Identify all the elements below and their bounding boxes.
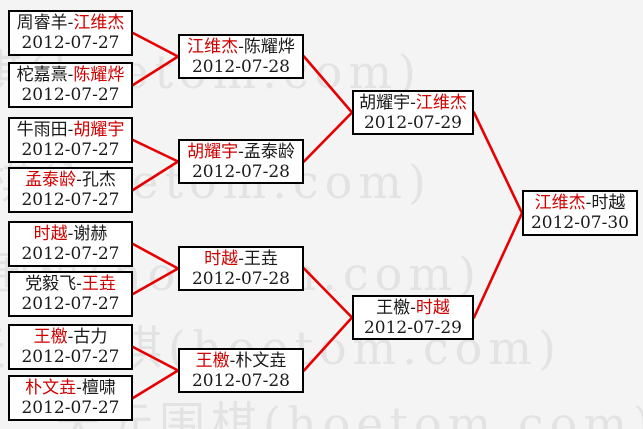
match-players: 党毅飞-王垚 xyxy=(25,274,116,294)
player2-name: 朴文垚 xyxy=(235,350,287,371)
match-players: 周睿羊-江维杰 xyxy=(17,13,125,33)
match-date: 2012-07-27 xyxy=(21,33,120,53)
player2-name: 时越 xyxy=(415,297,450,318)
match-date: 2012-07-27 xyxy=(21,294,120,314)
player-separator: - xyxy=(238,248,244,269)
match-r16-3: 牛雨田-胡耀宇 2012-07-27 xyxy=(8,117,133,163)
match-date: 2012-07-27 xyxy=(21,398,120,418)
player2-name: 王垚 xyxy=(243,248,278,269)
player1-name: 王檄 xyxy=(376,297,411,318)
match-players: 柁嘉熹-陈耀烨 xyxy=(17,65,125,85)
match-date: 2012-07-28 xyxy=(191,268,290,289)
player1-name: 时越 xyxy=(33,224,68,244)
player-separator: - xyxy=(67,13,74,33)
match-sf-1: 胡耀宇-江维杰 2012-07-29 xyxy=(352,90,474,135)
match-qf-4: 王檄-朴文垚 2012-07-28 xyxy=(178,348,304,393)
match-players: 时越-王垚 xyxy=(204,249,278,269)
match-players: 王檄-朴文垚 xyxy=(196,351,287,371)
player1-name: 牛雨田 xyxy=(16,120,68,140)
player1-name: 时越 xyxy=(204,248,239,269)
player-separator: - xyxy=(76,378,82,398)
match-date: 2012-07-28 xyxy=(191,161,290,182)
player2-name: 陈耀烨 xyxy=(243,36,295,57)
match-r16-7: 王檄-古力 2012-07-27 xyxy=(8,324,133,370)
match-players: 时越-谢赫 xyxy=(34,224,108,244)
player1-name: 孟泰龄 xyxy=(25,170,77,190)
match-date: 2012-07-27 xyxy=(21,190,120,210)
player-separator: - xyxy=(76,274,82,294)
match-date: 2012-07-27 xyxy=(21,244,120,264)
match-r16-5: 时越-谢赫 2012-07-27 xyxy=(8,221,133,267)
player2-name: 江维杰 xyxy=(73,13,125,33)
player2-name: 胡耀宇 xyxy=(73,120,125,140)
player1-name: 胡耀宇 xyxy=(187,141,239,162)
player-separator: - xyxy=(229,350,236,371)
match-date: 2012-07-28 xyxy=(191,370,290,391)
match-players: 江维杰-时越 xyxy=(535,193,626,213)
player2-name: 王垚 xyxy=(81,274,116,294)
player1-name: 王檄 xyxy=(195,350,230,371)
match-players: 胡耀宇-孟泰龄 xyxy=(187,142,295,162)
match-qf-3: 时越-王垚 2012-07-28 xyxy=(178,246,304,291)
player2-name: 孔杰 xyxy=(81,170,116,190)
player-separator: - xyxy=(76,170,82,190)
player-separator: - xyxy=(585,193,592,213)
player1-name: 朴文垚 xyxy=(25,378,77,398)
player1-name: 江维杰 xyxy=(534,193,586,213)
match-players: 王檄-古力 xyxy=(34,327,108,347)
player-separator: - xyxy=(410,297,416,318)
player-separator: - xyxy=(67,224,74,244)
match-date: 2012-07-27 xyxy=(21,140,120,160)
match-date: 2012-07-27 xyxy=(21,347,120,367)
match-r16-4: 孟泰龄-孔杰 2012-07-27 xyxy=(8,167,133,213)
match-r16-6: 党毅飞-王垚 2012-07-27 xyxy=(8,271,133,317)
match-players: 胡耀宇-江维杰 xyxy=(359,93,467,113)
match-date: 2012-07-27 xyxy=(21,85,120,105)
match-date: 2012-07-30 xyxy=(530,213,629,233)
player1-name: 周睿羊 xyxy=(16,13,68,33)
player2-name: 孟泰龄 xyxy=(243,141,295,162)
player1-name: 江维杰 xyxy=(187,36,239,57)
match-qf-2: 胡耀宇-孟泰龄 2012-07-28 xyxy=(178,139,304,184)
match-players: 牛雨田-胡耀宇 xyxy=(17,120,125,140)
player2-name: 时越 xyxy=(591,193,626,213)
match-date: 2012-07-28 xyxy=(191,56,290,77)
match-final: 江维杰-时越 2012-07-30 xyxy=(522,190,638,236)
player-separator: - xyxy=(238,141,244,162)
match-qf-1: 江维杰-陈耀烨 2012-07-28 xyxy=(178,34,304,79)
player-separator: - xyxy=(238,36,244,57)
match-date: 2012-07-29 xyxy=(363,112,462,133)
player1-name: 王檄 xyxy=(33,327,68,347)
player1-name: 党毅飞 xyxy=(25,274,77,294)
player-separator: - xyxy=(67,65,74,85)
player2-name: 檀啸 xyxy=(81,378,116,398)
match-date: 2012-07-29 xyxy=(363,317,462,338)
player-separator: - xyxy=(67,327,74,347)
player2-name: 江维杰 xyxy=(415,92,467,113)
match-r16-1: 周睿羊-江维杰 2012-07-27 xyxy=(8,10,133,56)
match-sf-2: 王檄-时越 2012-07-29 xyxy=(352,295,474,340)
match-players: 朴文垚-檀啸 xyxy=(25,378,116,398)
player-separator: - xyxy=(410,92,416,113)
player1-name: 柁嘉熹 xyxy=(16,65,68,85)
match-players: 江维杰-陈耀烨 xyxy=(187,37,295,57)
player2-name: 陈耀烨 xyxy=(73,65,125,85)
player1-name: 胡耀宇 xyxy=(359,92,411,113)
match-players: 王檄-时越 xyxy=(376,298,450,318)
player2-name: 古力 xyxy=(73,327,108,347)
player-separator: - xyxy=(67,120,74,140)
match-r16-8: 朴文垚-檀啸 2012-07-27 xyxy=(8,375,133,421)
player2-name: 谢赫 xyxy=(73,224,108,244)
match-players: 孟泰龄-孔杰 xyxy=(25,170,116,190)
watermark-text: 天元围棋(hoetom.com) xyxy=(55,397,643,429)
match-r16-2: 柁嘉熹-陈耀烨 2012-07-27 xyxy=(8,62,133,108)
